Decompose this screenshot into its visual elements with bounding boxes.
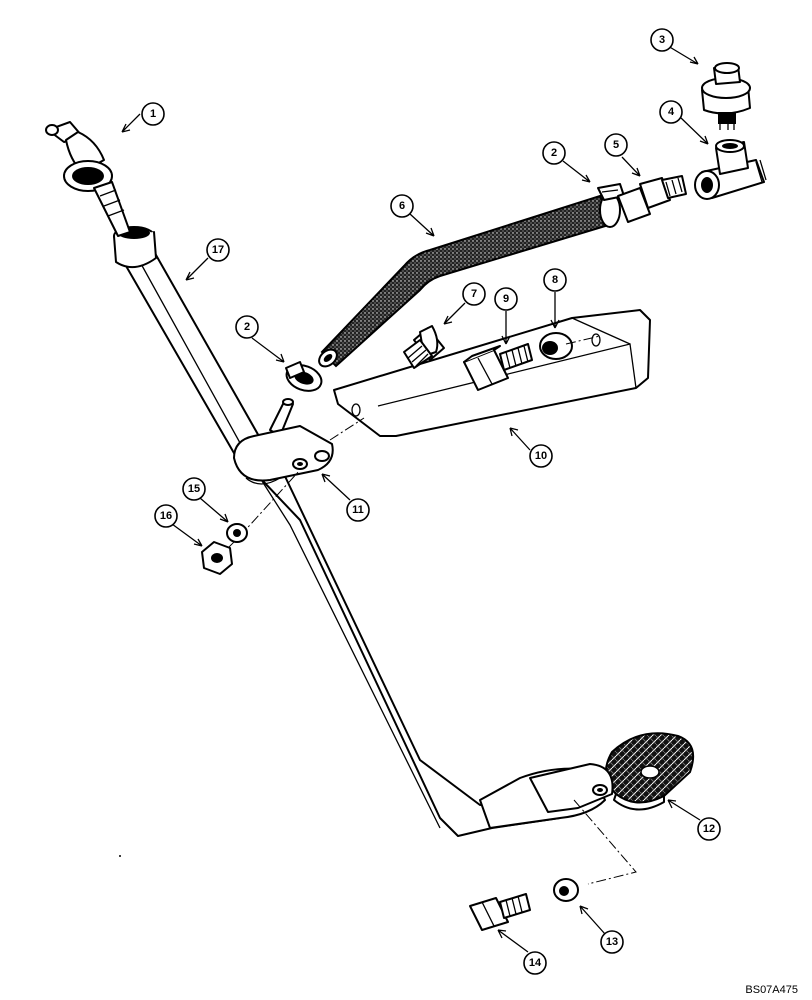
figure-code: BS07A475 [745, 984, 798, 996]
callout-label: 7 [471, 288, 477, 300]
callout-10: 10 [509, 427, 553, 468]
callout-label: 6 [399, 200, 405, 212]
callout-5: 5 [604, 133, 641, 177]
bolt-small [403, 325, 445, 369]
callout-7: 7 [443, 282, 486, 325]
callout-14: 14 [497, 929, 547, 975]
callout-label: 10 [535, 450, 547, 462]
callout-6: 6 [390, 194, 435, 237]
pedal-washer [553, 878, 579, 902]
callout-12: 12 [667, 799, 721, 841]
stray-dot [119, 855, 121, 857]
hose-clamp-lower [285, 361, 323, 392]
callout-3: 3 [650, 28, 699, 65]
callout-15: 15 [182, 477, 229, 523]
callout-11: 11 [321, 473, 370, 522]
callout-9: 9 [494, 287, 518, 345]
washer [539, 332, 601, 360]
callout-label: 13 [606, 936, 618, 948]
callout-label: 3 [659, 34, 665, 46]
pressure-switch [701, 62, 751, 130]
tee-fitting [694, 139, 767, 200]
hose-clamp-upper [597, 183, 625, 228]
rod-clamp [233, 417, 365, 485]
callout-label: 11 [352, 504, 364, 516]
callout-16: 16 [154, 504, 203, 547]
bolt [463, 343, 533, 391]
pedal-arm-plate [529, 763, 614, 813]
callout-13: 13 [579, 905, 624, 954]
callout-label: 2 [551, 147, 557, 159]
callout-8: 8 [543, 268, 567, 329]
callout-label: 16 [160, 510, 172, 522]
callout-label: 1 [150, 108, 156, 120]
callout-label: 12 [703, 823, 715, 835]
nut [201, 541, 233, 575]
callout-2-lower: 2 [235, 315, 285, 363]
callout-1: 1 [121, 102, 165, 133]
callout-label: 15 [188, 483, 200, 495]
callout-4: 4 [659, 100, 709, 145]
callout-label: 4 [668, 106, 675, 118]
callout-label: 2 [244, 321, 250, 333]
callout-label: 8 [552, 274, 558, 286]
callout-17: 17 [185, 238, 230, 281]
callout-2-upper: 2 [542, 141, 591, 183]
hose-fitting [617, 175, 687, 223]
callout-label: 9 [503, 293, 509, 305]
callout-label: 17 [212, 244, 224, 256]
assembly-line-lower [573, 799, 637, 885]
callout-label: 14 [529, 957, 542, 969]
knob-valve [45, 121, 131, 237]
pedal-pad [605, 732, 694, 811]
callout-label: 5 [613, 139, 619, 151]
pedal-bolt [469, 893, 531, 931]
washer-small [226, 523, 248, 543]
